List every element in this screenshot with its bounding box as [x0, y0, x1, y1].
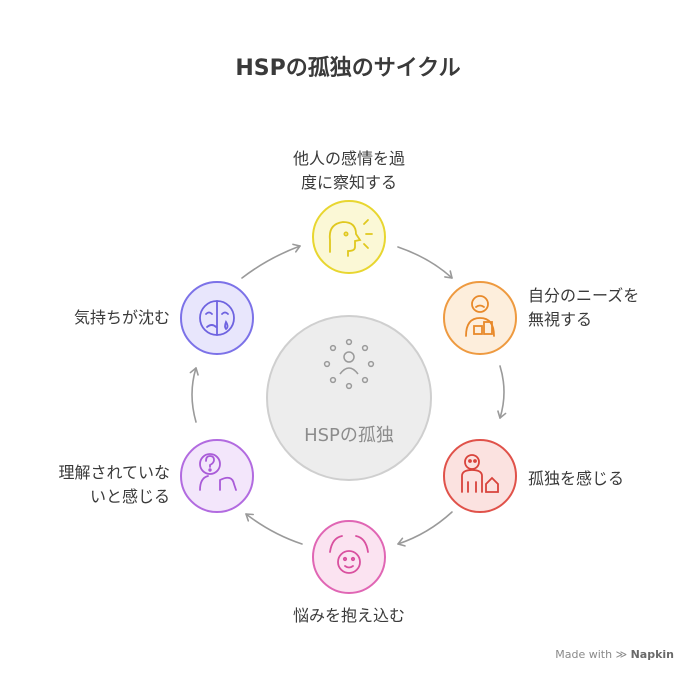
step-node-4: [312, 520, 386, 594]
arrow-step5-to-step6: [189, 367, 199, 423]
center-label: HSPの孤独: [304, 425, 394, 446]
step-label-2-line-2: 無視する: [528, 310, 593, 329]
step-label-5-line-2: いと感じる: [89, 487, 170, 506]
step-label-2: 自分のニーズを 無視する: [528, 284, 639, 332]
arrow-step2-to-step3: [497, 365, 507, 419]
cycle-arrows: [189, 243, 507, 547]
person-with-boxes-icon: [465, 295, 495, 337]
step-label-3-line-1: 孤独を感じる: [528, 469, 625, 488]
step-node-2: [443, 281, 517, 355]
step-label-3: 孤独を感じる: [528, 467, 624, 491]
watermark-brand: Napkin: [630, 648, 674, 661]
step-circle-3: [443, 439, 517, 513]
step-circle-5: [180, 439, 254, 513]
arrow-step6-to-step1: [241, 243, 301, 279]
diagram-title: HSPの孤独のサイクル: [235, 56, 461, 81]
napkin-logo-icon: ≫: [615, 648, 628, 661]
step-node-5: [180, 439, 254, 513]
step-label-4: 悩みを抱え込む: [271, 604, 427, 628]
step-label-1-line-1: 他人の感情を過: [292, 149, 405, 168]
step-label-5-line-1: 理解されていな: [58, 463, 170, 482]
step-label-6-line-1: 気持ちが沈む: [73, 308, 170, 327]
napkin-watermark[interactable]: Made with ≫ Napkin: [555, 648, 674, 661]
center-node: [266, 315, 432, 481]
step-node-1: [312, 200, 386, 274]
step-label-6: 気持ちが沈む: [20, 306, 170, 330]
sad-face-icon: [199, 300, 235, 336]
arrow-step3-to-step4: [397, 511, 453, 547]
head-question-icon: [199, 453, 237, 491]
step-label-5: 理解されていな いと感じる: [20, 461, 170, 509]
person-alone-house-icon: [461, 454, 499, 493]
step-label-1: 他人の感情を過 度に察知する: [271, 147, 427, 195]
step-label-1-line-2: 度に察知する: [300, 173, 397, 192]
step-node-3: [443, 439, 517, 513]
watermark-prefix: Made with: [555, 648, 613, 661]
arrow-step1-to-step2: [397, 246, 453, 279]
head-sensing-icon: [328, 219, 373, 257]
step-label-2-line-1: 自分のニーズを: [528, 286, 640, 305]
group-of-people-icon: [323, 338, 375, 390]
hands-holding-face-icon: [329, 535, 369, 574]
step-label-4-line-1: 悩みを抱え込む: [292, 606, 405, 625]
step-node-6: [180, 281, 254, 355]
step-circle-1: [312, 200, 386, 274]
arrow-step4-to-step5: [245, 513, 303, 545]
step-circle-4: [312, 520, 386, 594]
